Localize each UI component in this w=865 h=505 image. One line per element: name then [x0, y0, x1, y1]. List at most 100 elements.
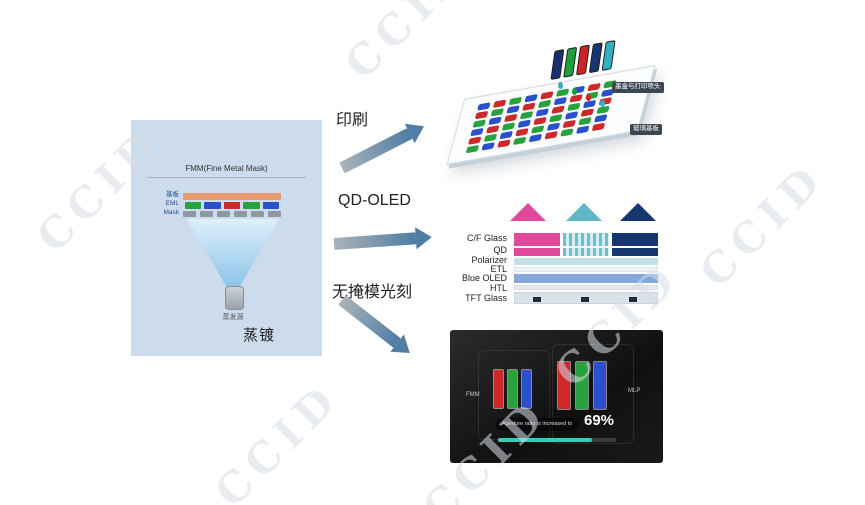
qd-teal-box: [563, 248, 609, 256]
pixel-dot: [488, 116, 502, 126]
tft-transistor: [581, 297, 589, 302]
up-arrow-icon: [566, 186, 602, 234]
pixel-dot: [524, 93, 538, 103]
ink-droplet-icon: [600, 100, 605, 107]
maskless-litho-photo: FMM MLP Aperture ratio is increased to 6…: [450, 330, 663, 463]
ink-droplets: [552, 76, 622, 108]
evaporation-source: [225, 286, 244, 310]
pixel-dot: [506, 105, 520, 114]
pixel-dot: [470, 127, 484, 137]
qd-pink-box: [514, 248, 560, 256]
mask-segments: [183, 211, 281, 217]
pixel-dot: [481, 142, 495, 151]
tft-transistor: [533, 297, 541, 302]
pixel-dot: [549, 113, 563, 123]
aperture-caption: Aperture ratio is increased to: [496, 418, 579, 431]
evaporation-title: 蒸镀: [243, 327, 276, 344]
pixel-dot: [504, 113, 518, 123]
pixel-dot: [546, 122, 561, 131]
fmm-tag: FMM: [466, 392, 480, 398]
pixel-dot: [591, 122, 606, 132]
qd-oled-stack: C/F Glass QD Polarizer ETL Blue OLED HTL…: [452, 186, 667, 320]
pixel-dot: [593, 114, 608, 123]
pixel-dot: [535, 108, 550, 117]
printhead-bar: [588, 42, 603, 74]
phone-outline-right: [552, 344, 634, 444]
pixel-dot: [564, 111, 579, 120]
pixel-dot: [483, 133, 498, 143]
pixel-dot: [515, 128, 529, 137]
pixel-dot: [508, 96, 523, 106]
fmm-underline: [147, 177, 306, 178]
cf-glass-pink-box: [514, 233, 560, 246]
rgb-bars-right: [558, 362, 606, 409]
htl-bar: [514, 285, 658, 290]
arrow-shaft: [333, 232, 417, 250]
light-arrows: [452, 186, 667, 234]
up-arrow-head: [620, 186, 656, 221]
ink-droplet-icon: [558, 82, 563, 89]
pixel-dot: [578, 116, 592, 126]
pixel-dot: [530, 125, 545, 134]
tft-glass-bar: [514, 292, 658, 304]
mask-segment: [268, 211, 281, 217]
ccid-watermark: CCID: [205, 372, 350, 505]
mask-segment: [200, 211, 213, 217]
pixel-dot: [512, 136, 527, 146]
pixel-dot: [474, 110, 489, 120]
mask-segment: [251, 211, 264, 217]
eml-segments: [185, 202, 280, 209]
eml-segment: [185, 202, 202, 209]
pixel-dot: [497, 139, 511, 148]
substrate-bar: [183, 193, 281, 200]
mask-segment: [217, 211, 230, 217]
pixel-dot: [465, 144, 480, 154]
blue-oled-bar: [514, 274, 658, 283]
arrow-shaft: [339, 128, 413, 174]
pixel-dot: [472, 119, 487, 128]
pixel-dot: [467, 136, 482, 145]
rgb-bar: [594, 362, 606, 409]
eml-layer-label: EML: [165, 200, 179, 207]
pixel-dot: [490, 108, 505, 117]
pixel-dot: [562, 119, 577, 129]
vapor-cone: [187, 219, 279, 287]
pixel-dot: [522, 102, 536, 111]
inkjet-illustration: 墨盒与打印喷头 玻璃基板: [440, 40, 680, 172]
qd-navy-box: [612, 248, 658, 256]
printhead-bar: [563, 46, 578, 78]
evaporation-panel: FMM(Fine Metal Mask) 基板 EML Mask 蒸发源 蒸镀: [131, 120, 322, 356]
pixel-dot: [477, 102, 491, 111]
pixel-dot: [560, 128, 574, 137]
layer-label-blue-oled: Blue OLED: [461, 273, 507, 283]
pixel-dot: [528, 133, 543, 143]
progress-bar: [498, 438, 616, 442]
arrow-head-icon: [415, 226, 433, 250]
eml-segment: [204, 202, 221, 209]
mlp-tag: MLP: [628, 388, 641, 394]
polarizer-bar: [514, 258, 658, 265]
eml-segment: [262, 202, 280, 209]
ink-droplet-icon: [586, 94, 591, 101]
printhead-label: 墨盒与打印喷头: [612, 82, 664, 93]
substrate-layer-label: 基板: [166, 191, 179, 198]
pixel-dot: [580, 108, 595, 117]
layer-label-qd: QD: [493, 245, 508, 255]
pixel-dot: [517, 119, 532, 129]
rgb-bar: [576, 362, 588, 409]
pixel-dot: [519, 111, 534, 120]
pixel-dot: [537, 99, 552, 109]
label-printing: 印刷: [336, 112, 369, 129]
arrow-shaft: [338, 295, 401, 348]
mask-layer-label: Mask: [163, 209, 179, 216]
pixel-dot: [533, 116, 547, 126]
aperture-value: 69%: [584, 412, 615, 429]
arrow-qd-oled: [333, 226, 433, 255]
fmm-label: FMM(Fine Metal Mask): [185, 164, 268, 173]
up-arrow-icon: [510, 186, 546, 234]
layer-label-cf-glass: C/F Glass: [466, 233, 507, 243]
rgb-bar: [558, 362, 570, 409]
rgb-bars-left: [494, 370, 531, 408]
printhead-bar: [601, 40, 616, 71]
